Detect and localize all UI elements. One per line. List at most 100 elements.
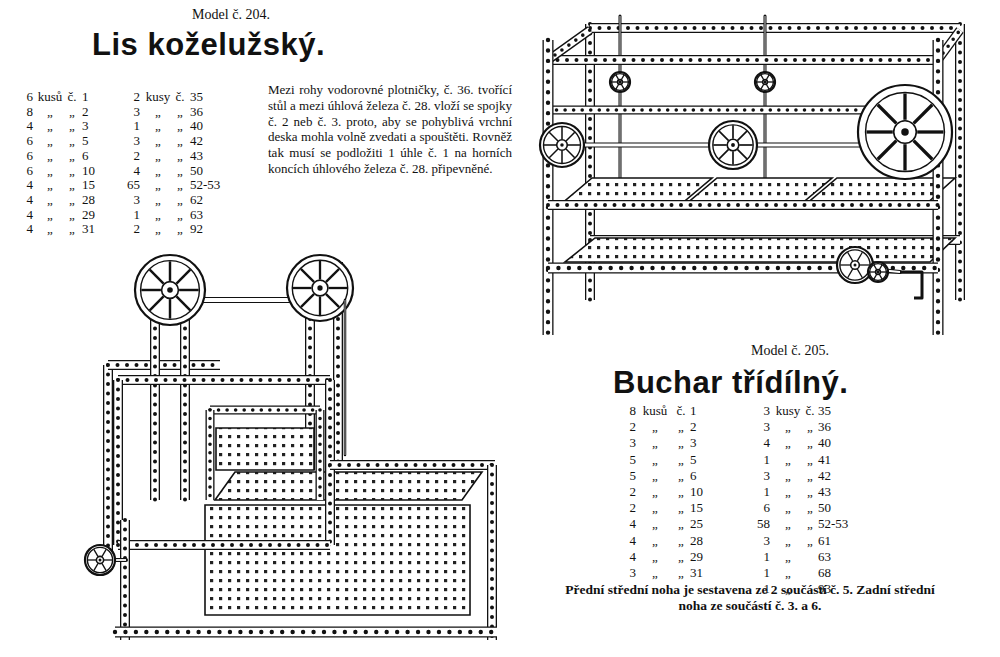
wheel-spoke	[840, 264, 850, 265]
part-number: 63	[190, 208, 203, 222]
part-quantity: 3	[764, 420, 771, 434]
part-quantity: 6	[27, 90, 34, 104]
part-unit: „	[652, 566, 658, 580]
press-model	[85, 255, 497, 640]
part-mark: „	[678, 420, 684, 434]
wheel-rim	[709, 121, 757, 169]
strip-holes	[548, 203, 938, 207]
strip-face	[548, 201, 938, 208]
strip-holes	[958, 24, 962, 300]
part-mark: „	[177, 178, 183, 192]
axle-shine	[345, 300, 346, 455]
hub-bolt	[731, 143, 735, 147]
part-quantity: 6	[27, 164, 34, 178]
wheel-rim	[858, 85, 952, 179]
part-quantity: 2	[134, 222, 141, 236]
part-unit: „	[47, 193, 53, 207]
part-mark: „	[69, 119, 75, 133]
strip-edge	[206, 410, 215, 500]
part-quantity: 3	[764, 469, 771, 483]
perforated-strip	[590, 28, 960, 29]
wheel-spoke	[568, 144, 580, 146]
wheel-spoke	[621, 75, 624, 80]
wheel-spoke	[561, 151, 563, 163]
part-mark: „	[177, 164, 183, 178]
wheel-spoke	[866, 130, 892, 133]
hub-bolt	[619, 81, 622, 84]
wheel-hub	[727, 139, 739, 151]
perforated-strip	[118, 380, 330, 381]
part-unit: „	[652, 436, 658, 450]
part-number: 3	[82, 119, 89, 133]
part-quantity: 1	[134, 208, 141, 222]
wheel-spoke	[768, 81, 774, 82]
part-unit: „	[47, 149, 53, 163]
part-number: 28	[82, 193, 95, 207]
part-unit: „	[785, 534, 791, 548]
perforated-strip	[548, 40, 549, 335]
part-mark: „	[807, 501, 813, 515]
part-quantity: 6	[27, 149, 34, 163]
strip-edge	[118, 375, 330, 385]
wheel-groove	[87, 547, 112, 572]
perforated-strip	[115, 632, 497, 633]
part-number: 40	[818, 436, 831, 450]
strip-holes	[115, 630, 497, 634]
part-quantity: 2	[134, 149, 141, 163]
part-unit: „	[47, 178, 53, 192]
part-mark: „	[678, 485, 684, 499]
strip-face	[104, 365, 111, 570]
strip-edge	[115, 627, 497, 638]
wheel-rim	[287, 255, 353, 321]
strip-face	[115, 628, 497, 636]
part-quantity: 5	[630, 453, 637, 467]
part-mark: „	[678, 469, 684, 483]
strip-holes	[208, 410, 212, 500]
part-number: 2	[82, 105, 89, 119]
perforated-strip	[548, 30, 590, 60]
part-quantity: 1	[764, 550, 771, 564]
wheel-spoke	[737, 149, 747, 159]
part-unit: „	[155, 164, 161, 178]
wheel-spoke	[903, 144, 906, 170]
wheel-rim	[540, 123, 584, 167]
part-number: 50	[190, 164, 203, 178]
part-unit: „	[47, 164, 53, 178]
wheel-groove	[866, 93, 945, 172]
part-mark: „	[69, 193, 75, 207]
hub-bolt	[764, 81, 767, 84]
perforated-strip	[210, 410, 320, 411]
strip-holes	[936, 40, 940, 335]
wheel-spoke	[179, 289, 199, 291]
perforated-strip	[960, 24, 961, 300]
part-mark: „	[177, 222, 183, 236]
part-quantity: 1	[764, 485, 771, 499]
wheel-spoke	[719, 149, 729, 159]
part-mark: „	[678, 436, 684, 450]
wheel-spoke	[878, 105, 897, 124]
wheel-spoke	[719, 131, 729, 141]
part-number: 40	[190, 119, 203, 133]
axle-shine	[620, 16, 621, 185]
part-number: 43	[818, 485, 831, 499]
strip-face	[544, 40, 552, 335]
part-number: 68	[818, 566, 831, 580]
part-unit: kusy	[776, 404, 801, 418]
wheel-spoke	[879, 274, 882, 279]
part-number: 36	[818, 420, 831, 434]
part-quantity: 58	[757, 517, 770, 531]
part-number: 35	[818, 404, 831, 418]
wheel-spoke	[713, 144, 726, 146]
axle-rod	[764, 16, 767, 185]
strip-face	[121, 520, 128, 640]
part-number: 6	[82, 149, 89, 163]
part-quantity: 4	[27, 178, 34, 192]
perforated-strip	[938, 40, 939, 335]
part-unit: „	[785, 485, 791, 499]
part-quantity: 2	[630, 501, 637, 515]
part-mark: „	[177, 193, 183, 207]
part-quantity: 6	[764, 501, 771, 515]
part-mark: „	[69, 149, 75, 163]
perforated-strip	[548, 205, 938, 206]
strip-edge	[590, 23, 960, 33]
